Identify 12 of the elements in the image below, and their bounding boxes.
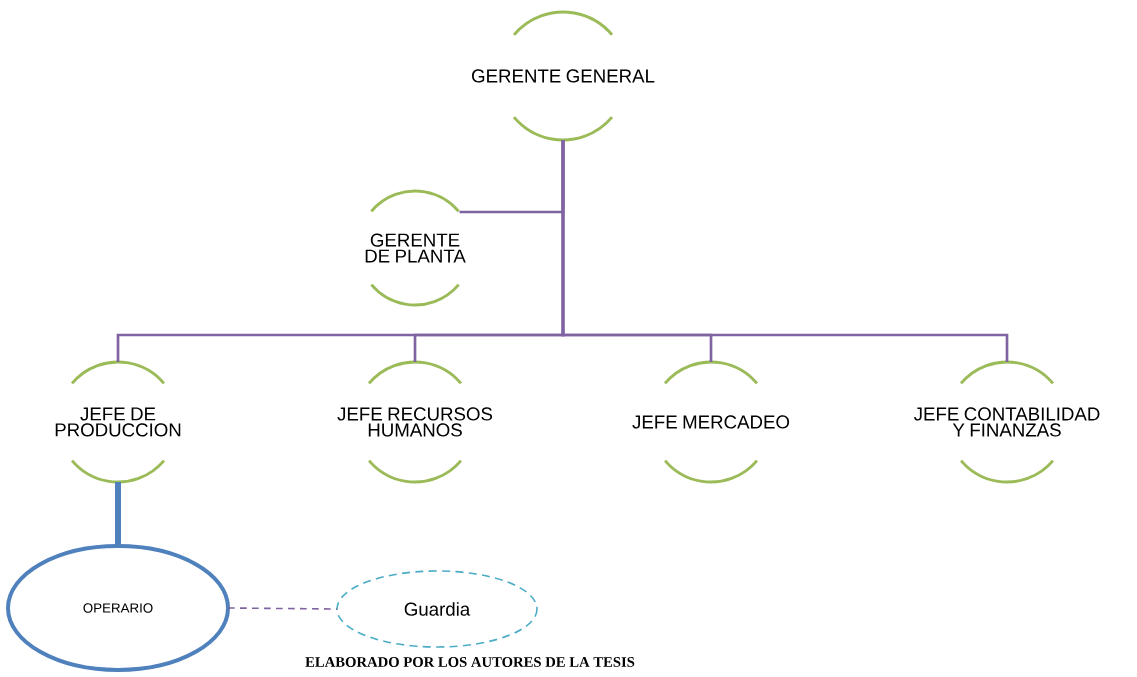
ellipse-node: OPERARIO [6,544,230,672]
org-node: JEFE DE PRODUCCION [55,360,181,484]
connector-line [561,140,1009,362]
org-node: JEFE MERCADEO [632,360,790,484]
caption: ELABORADO POR LOS AUTORES DE LA TESIS [305,657,635,667]
org-node: GERENTE DE PLANTA [365,189,466,307]
connector-line [227,607,338,610]
org-node: GERENTE GENERAL [472,10,655,142]
org-node: JEFE CONTABILIDAD Y FINANZAS [914,360,1100,484]
org-node: JEFE RECURSOS HUMANOS [337,360,493,484]
ellipse-node: Guardia [336,570,538,648]
connector-line [115,482,121,546]
